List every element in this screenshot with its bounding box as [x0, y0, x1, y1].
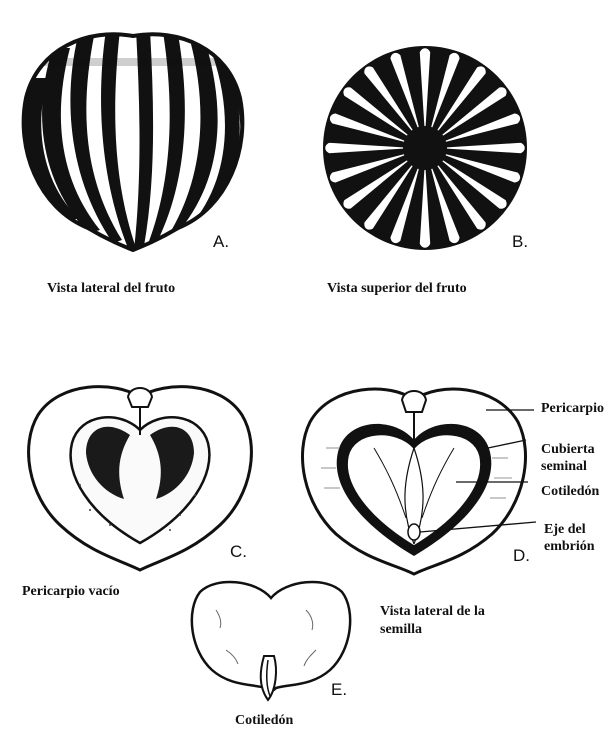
caption-cotyledon: Cotiledón [235, 712, 293, 730]
label-eje-embrion: Eje del embrión [544, 521, 595, 555]
label-cubierta-seminal: Cubierta seminal [541, 441, 595, 475]
caption-top-fruit: Vista superior del fruto [327, 280, 467, 298]
label-cubierta-line1: Cubierta [541, 441, 595, 458]
caption-seed-lateral: Vista lateral de la semilla [380, 603, 485, 639]
caption-seed-line1: Vista lateral de la [380, 603, 485, 621]
label-eje-line2: embrión [544, 538, 595, 555]
figure-letter-e: E. [331, 680, 347, 700]
empty-pericarp-drawing [20, 375, 260, 575]
caption-empty-pericarp: Pericarpio vacío [22, 583, 120, 601]
label-cubierta-line2: seminal [541, 458, 595, 475]
caption-lateral-fruit: Vista lateral del fruto [47, 280, 175, 298]
label-eje-line1: Eje del [544, 521, 595, 538]
label-pericarpio: Pericarpio [541, 400, 604, 417]
fruit-lateral-drawing [8, 18, 258, 253]
caption-seed-line2: semilla [380, 621, 485, 639]
figure-letter-b: B. [512, 232, 528, 252]
label-cotiledon: Cotiledón [541, 483, 599, 500]
figure-letter-a: A. [213, 232, 229, 252]
figure-letter-c: C. [230, 542, 247, 562]
figure-letter-d: D. [513, 546, 530, 566]
fruit-top-drawing [310, 38, 540, 263]
